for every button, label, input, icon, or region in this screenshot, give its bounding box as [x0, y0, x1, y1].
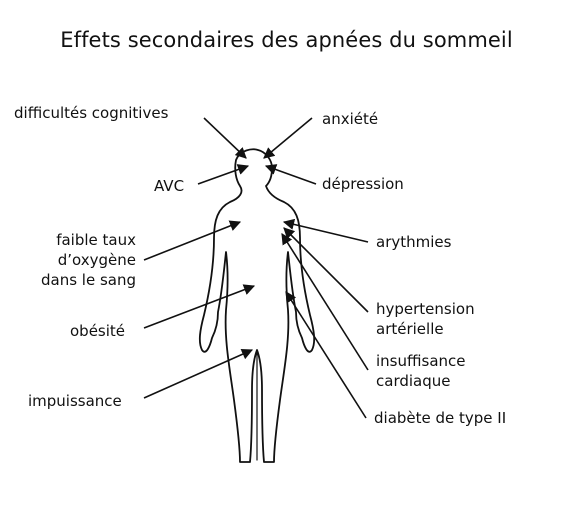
label-hypertension: hypertension artérielle	[376, 299, 475, 339]
label-hypertension-line-1: hypertension	[376, 300, 475, 318]
arrow-oxygen	[143, 220, 242, 261]
arrow-arrhythmia	[282, 218, 369, 243]
arrow-stroke	[197, 164, 250, 185]
label-heart-failure: insuffisance cardiaque	[376, 351, 466, 391]
arrows	[143, 117, 369, 419]
label-obesity: obésité	[70, 322, 126, 340]
label-heart-failure-line-1: insuffisance	[376, 352, 466, 370]
label-stroke: AVC	[154, 177, 185, 195]
label-arrhythmia: arythmies	[376, 233, 452, 251]
label-low-oxygen-line-1: faible taux	[56, 231, 136, 249]
label-depression: dépression	[322, 175, 404, 193]
arrow-impotence	[143, 348, 254, 399]
arrow-anxiety	[263, 117, 313, 159]
label-low-oxygen-line-3: dans le sang	[40, 271, 136, 289]
diagram-title: Effets secondaires des apnées du sommeil	[60, 28, 513, 52]
arrow-hypertension	[283, 227, 369, 313]
label-low-oxygen-line-2: d’oxygène	[57, 251, 136, 269]
label-heart-failure-line-2: cardiaque	[376, 372, 451, 390]
arrow-diabetes	[285, 291, 367, 419]
label-impotence: impuissance	[28, 392, 122, 410]
arrow-cognitive	[203, 117, 247, 159]
label-low-oxygen: faible taux d’oxygène dans le sang	[14, 230, 136, 290]
label-diabetes: diabète de type II	[374, 409, 507, 427]
label-hypertension-line-2: artérielle	[376, 320, 444, 338]
arrow-depression	[264, 164, 317, 185]
label-anxiety: anxiété	[322, 110, 379, 128]
arrow-obesity	[143, 284, 256, 329]
label-cognitive-difficulties: difficultés cognitives	[14, 104, 169, 122]
body-silhouette	[198, 148, 316, 463]
arrow-heart-failure	[281, 233, 369, 371]
